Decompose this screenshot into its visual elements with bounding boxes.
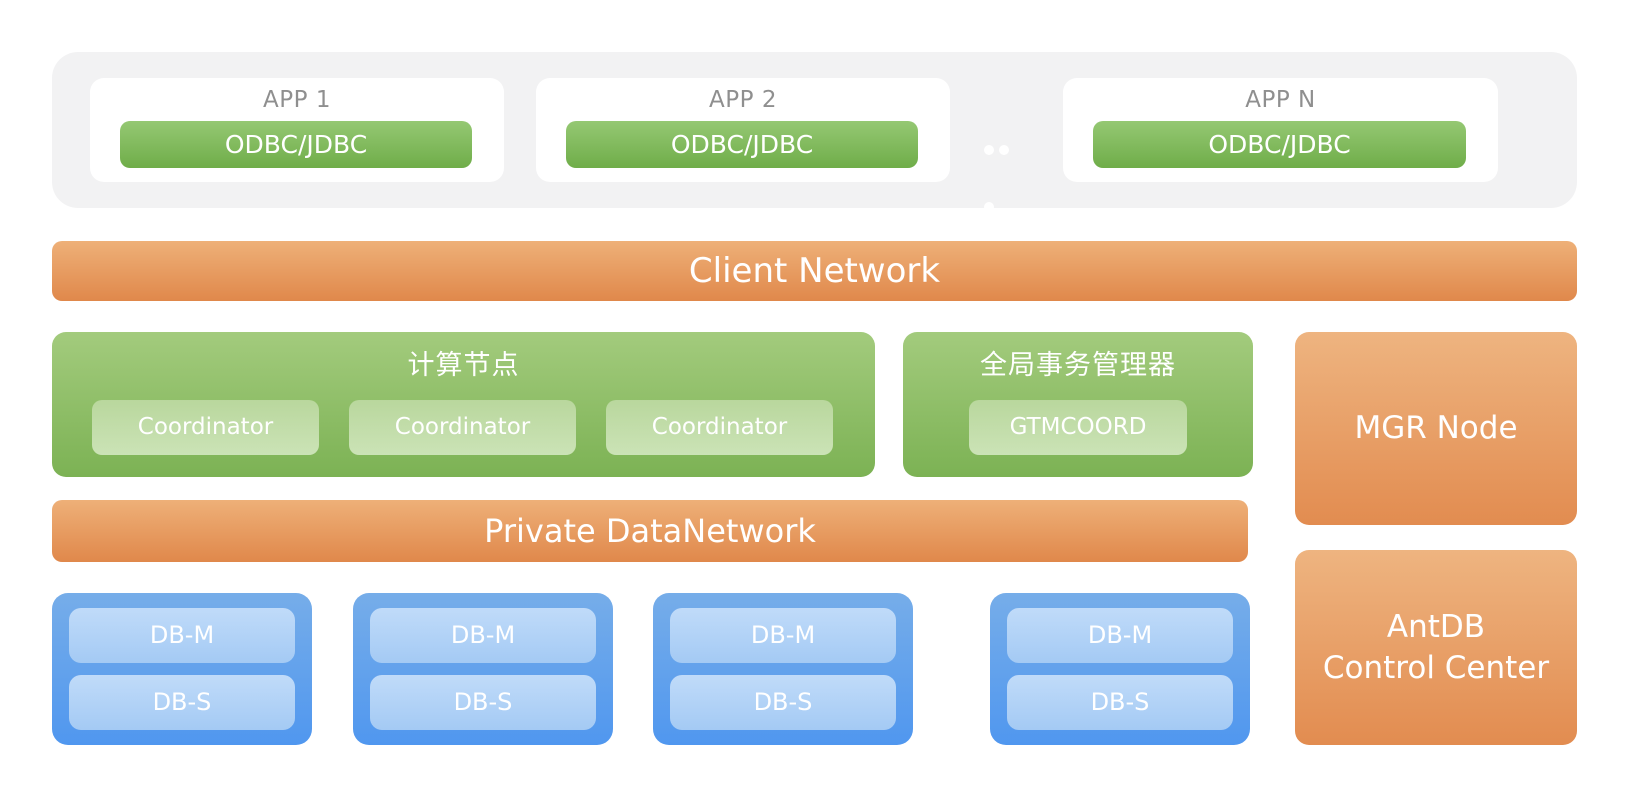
db-standby-chip: DB-S xyxy=(69,675,295,730)
gtm-box: 全局事务管理器 GTMCOORD xyxy=(903,332,1253,477)
coordinator-row: Coordinator Coordinator Coordinator xyxy=(92,400,833,455)
gtm-title: 全局事务管理器 xyxy=(980,350,1176,381)
db-master-chip: DB-M xyxy=(370,608,596,663)
control-center-box: AntDB Control Center xyxy=(1295,550,1577,745)
db-standby-chip: DB-S xyxy=(370,675,596,730)
mgr-node-label: MGR Node xyxy=(1354,410,1518,447)
compute-node-box: 计算节点 Coordinator Coordinator Coordinator xyxy=(52,332,875,477)
db-master-chip: DB-M xyxy=(670,608,896,663)
control-center-label: AntDB Control Center xyxy=(1323,607,1549,689)
control-center-line1: AntDB xyxy=(1386,608,1486,645)
app-title: APP N xyxy=(1245,87,1316,113)
app-card: APP 1 ODBC/JDBC xyxy=(90,78,504,182)
coordinator-chip: Coordinator xyxy=(349,400,576,455)
db-shard-box: DB-M DB-S xyxy=(52,593,312,745)
db-shard-box: DB-M DB-S xyxy=(353,593,613,745)
control-center-line2: Control Center xyxy=(1322,649,1550,686)
db-shard-box: DB-M DB-S xyxy=(653,593,913,745)
mgr-node-box: MGR Node xyxy=(1295,332,1577,525)
gtmcoord-chip: GTMCOORD xyxy=(969,400,1187,455)
app-title: APP 1 xyxy=(263,87,331,113)
ellipsis-dot xyxy=(984,145,994,155)
app-layer-panel: APP 1 ODBC/JDBC APP 2 ODBC/JDBC APP N OD… xyxy=(52,52,1577,208)
ellipsis-dot xyxy=(984,202,994,212)
odbc-jdbc-connector: ODBC/JDBC xyxy=(1093,121,1466,168)
coordinator-chip: Coordinator xyxy=(606,400,833,455)
ellipsis-dot xyxy=(999,145,1009,155)
app-title: APP 2 xyxy=(709,87,777,113)
client-network-bar: Client Network xyxy=(52,241,1577,301)
db-standby-chip: DB-S xyxy=(1007,675,1233,730)
db-shard-box: DB-M DB-S xyxy=(990,593,1250,745)
compute-node-title: 计算节点 xyxy=(407,350,520,381)
coordinator-chip: Coordinator xyxy=(92,400,319,455)
odbc-jdbc-connector: ODBC/JDBC xyxy=(566,121,918,168)
db-master-chip: DB-M xyxy=(1007,608,1233,663)
db-master-chip: DB-M xyxy=(69,608,295,663)
odbc-jdbc-connector: ODBC/JDBC xyxy=(120,121,472,168)
private-datanetwork-bar: Private DataNetwork xyxy=(52,500,1248,562)
app-card: APP 2 ODBC/JDBC xyxy=(536,78,950,182)
app-card: APP N ODBC/JDBC xyxy=(1063,78,1498,182)
db-standby-chip: DB-S xyxy=(670,675,896,730)
